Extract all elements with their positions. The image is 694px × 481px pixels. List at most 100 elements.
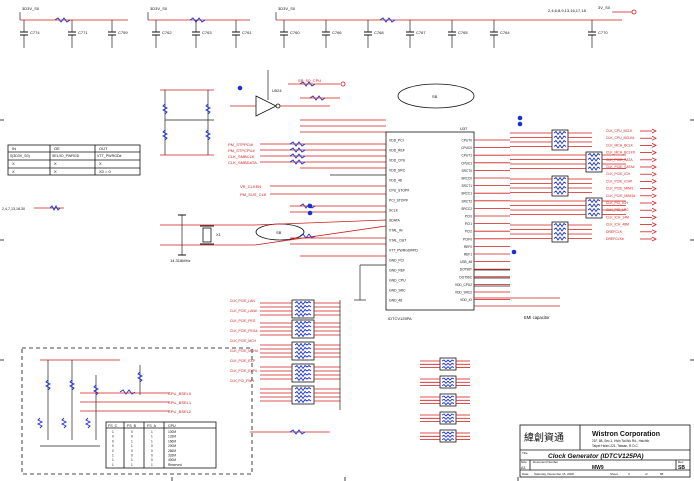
note-bubble [397, 83, 475, 109]
cap-c760: C760 [280, 20, 300, 48]
cap-c774: C774 [20, 20, 40, 48]
clock-generator-ic: U37 IDTCV125PA VDD_PCIVDD_REFVDD_CPUVDD_… [354, 126, 510, 321]
net-label: CLK_PCIE_MINI1# [606, 194, 635, 198]
net-label: CLK_PCIE_ICH [606, 172, 631, 176]
ic-pin-label: XTAL_OUT [389, 239, 406, 243]
net-label: CLK_MCH_BCLK# [606, 151, 635, 155]
svg-text:CPU_BSEL1: CPU_BSEL1 [168, 400, 192, 405]
fs-cell: 1 [151, 435, 153, 439]
svg-text:3D3V_S0: 3D3V_S0 [278, 6, 296, 11]
net-label: CLK_PCIE_PEG# [230, 329, 257, 333]
ic-right-pins: CPUT0CPUC0CPUT1CPUC1SRCT0SRCC0SRCT1SRCC1… [455, 139, 510, 302]
fs-cell: 1 [131, 458, 133, 462]
fs-cell: 1 [112, 454, 114, 458]
svg-text:C761: C761 [242, 30, 252, 35]
svg-text:C768: C768 [374, 30, 384, 35]
cap-c762: C762 [152, 20, 172, 48]
ic-pin-label: PCIF0 [463, 237, 472, 241]
fs-cell: 400M [168, 458, 176, 462]
fs-cell: 1 [151, 463, 153, 467]
fs-cell: 1 [151, 439, 153, 443]
svg-text:Title: Title [522, 451, 528, 455]
svg-text:C764: C764 [500, 30, 510, 35]
resistor-array [510, 221, 592, 243]
cap-c765: C765 [448, 20, 468, 48]
svg-text:CPU_BSEL2: CPU_BSEL2 [168, 409, 192, 414]
svg-text:Date:: Date: [522, 472, 529, 476]
ic-pin-label: PCI2 [465, 230, 472, 234]
rev: SB [678, 465, 685, 471]
svg-text:SEL/IO_PWRGD: SEL/IO_PWRGD [52, 154, 80, 158]
resistor-array [420, 375, 470, 389]
resistor-array [510, 175, 592, 197]
fs-cell: 0 [112, 439, 114, 443]
cap-c759: C759 [108, 20, 128, 48]
ic-pin-label: VDD_PCI [389, 139, 404, 143]
ic-pin-label: SRCT2 [462, 199, 473, 203]
fs-cell: 333M [168, 454, 176, 458]
svg-text:C770: C770 [598, 30, 608, 35]
fs-cell: 0 [112, 435, 114, 439]
svg-text:Rev: Rev [678, 460, 684, 464]
svg-text:EMI capacitor: EMI capacitor [524, 315, 550, 320]
resistor-array [420, 429, 470, 443]
fs-cell: 1 [151, 430, 153, 434]
ic-pin-label: SRCC0 [461, 177, 472, 181]
svg-text:SB: SB [432, 94, 438, 99]
net-label: DREFCLK [606, 230, 623, 234]
ic-pin-label: VDD_SRC2 [455, 291, 472, 295]
svg-text:X: X [54, 169, 57, 174]
net-label: CLK_PCIE_MCH [230, 339, 257, 343]
net-label: DREFCLK# [606, 237, 624, 241]
fs-cell: 0 [151, 449, 153, 453]
ic-pin-label: CPU_STOP# [389, 189, 409, 193]
svg-text:C774: C774 [30, 30, 40, 35]
fs-cell: 1 [131, 463, 133, 467]
bottom-right-arrays [420, 357, 470, 443]
decoupling-caps-top-right: 3D3V_S0 C760 C766 C768 C767 C765 C764 C7… [275, 6, 622, 48]
resistor-array [260, 363, 340, 383]
fs-cell: 0 [151, 444, 153, 448]
ic-pin-label: CPUC1 [461, 161, 472, 165]
svg-text:2,4,6,8,9,13,16,17,18: 2,4,6,8,9,13,16,17,18 [548, 8, 587, 13]
cap-c761: C761 [232, 20, 252, 48]
ic-pin-label: GND_REF [389, 269, 405, 273]
svg-text:X: X [54, 161, 57, 166]
ic-pin-label: VDD_REF [389, 149, 405, 153]
emi-note: EMI capacitor [474, 297, 560, 320]
svg-text:3D3V_S0: 3D3V_S0 [150, 6, 168, 11]
svg-text:14.318MHz: 14.318MHz [170, 258, 190, 263]
svg-text:C762: C762 [162, 30, 172, 35]
fs-cell: 1 [131, 444, 133, 448]
net-label: CLK_PCIE_SATA [606, 158, 633, 162]
svg-text:Size: Size [521, 460, 527, 464]
ic-pin-label: VDD_CPU2 [455, 283, 472, 287]
svg-text:Document Number: Document Number [533, 460, 558, 464]
svg-text:FS_B: FS_B [127, 424, 137, 428]
ic-pin-label: VDD_IO [460, 298, 472, 302]
svg-text:3V_S0: 3V_S0 [598, 5, 611, 10]
net-label: CLK_PCIE_PEG [230, 319, 256, 323]
svg-text:CLK_SMBCLK: CLK_SMBCLK [228, 154, 255, 159]
svg-text:OUT: OUT [99, 146, 108, 151]
fs-cell: 1 [131, 439, 133, 443]
ic-pin-label: SRCC2 [461, 207, 472, 211]
svg-text:X: X [12, 161, 15, 166]
resistor-array [260, 319, 340, 339]
fs-cell: 0 [151, 454, 153, 458]
svg-text:U37: U37 [460, 126, 468, 131]
ic-pin-label: XTAL_IN [389, 229, 403, 233]
ic-pin-label: VDD_CPU [389, 159, 406, 163]
right-resistor-arrays [510, 129, 626, 243]
svg-text:of: of [645, 472, 648, 476]
svg-text:X: X [12, 169, 15, 174]
cap-c764: C764 [490, 20, 510, 48]
net-label: CLK_CPU_BCLK# [606, 136, 634, 140]
net-label: CLK_ICH_48M [606, 223, 629, 227]
resistor-array [420, 357, 470, 371]
ic-pin-label: VDD_SRC [389, 169, 406, 173]
svg-text:21F, 88, Sec.1, Hsin Tai Wu Rd: 21F, 88, Sec.1, Hsin Tai Wu Rd., Hsichih… [592, 439, 650, 443]
svg-text:U524: U524 [272, 88, 282, 93]
company-cn: 緯創資通 [524, 431, 564, 444]
offpage-power-right: 2,4,6,8,9,13,16,17,18 3V_S0 [548, 5, 637, 15]
